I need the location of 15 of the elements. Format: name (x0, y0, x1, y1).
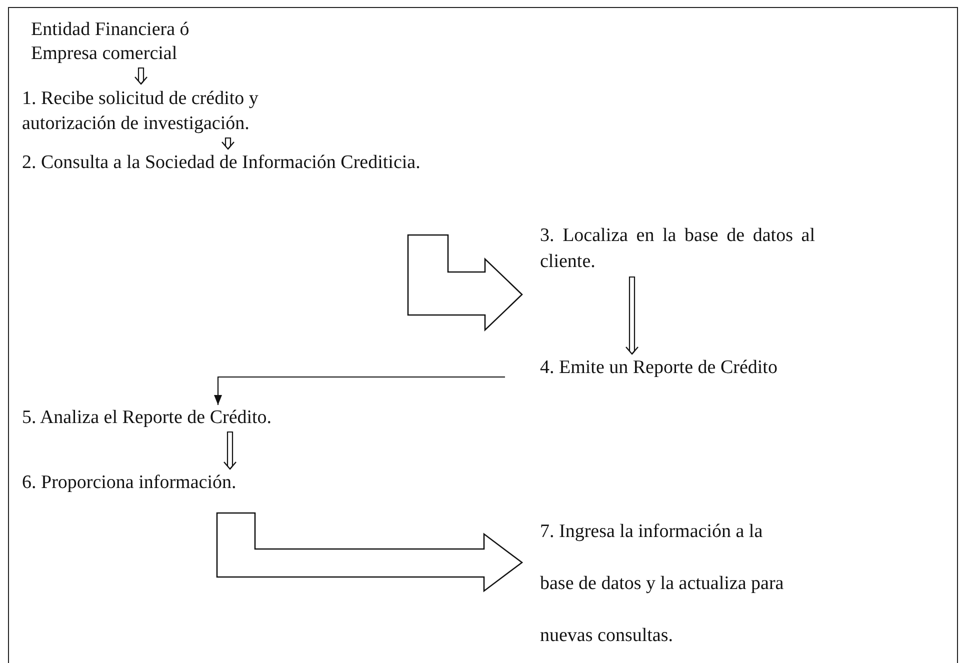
arrow (214, 376, 505, 405)
step-text: Entidad Financiera ó Empresa comercial (31, 18, 190, 66)
double-arrow (134, 67, 148, 85)
step-text: 4. Emite un Reporte de Crédito (540, 356, 778, 380)
step-text: 3. Localiza en la base de datos al cliente. (540, 224, 815, 274)
double-arrow (223, 431, 237, 470)
step-text: 2. Consulta a la Sociedad de Información Crediticia. (22, 151, 422, 175)
step-text: 5. Analiza el Reporte de Crédito. (22, 406, 273, 430)
double-arrow (221, 137, 235, 150)
block-arrow (407, 234, 523, 332)
double-arrow (625, 276, 639, 355)
step-text: 7. Ingresa la información a la base de datos y la actualiza para nuevas consultas. (540, 520, 785, 648)
block-arrow (216, 512, 524, 592)
step-text: 6. Proporciona información. (22, 471, 238, 495)
step-text: 1. Recibe solicitud de crédito y autorización de investigación. (22, 87, 260, 136)
